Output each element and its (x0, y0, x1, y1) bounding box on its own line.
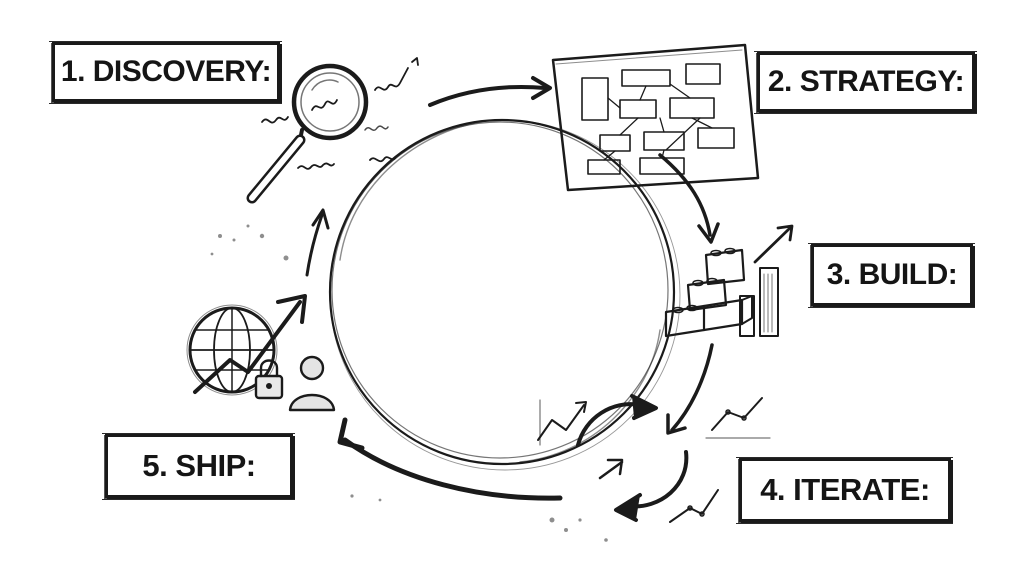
flowchart-icon (551, 43, 760, 192)
step-label-discovery: 1. DISCOVERY: (49, 41, 282, 104)
arrow-strategy-to-build (658, 153, 712, 237)
center-circle (328, 118, 681, 471)
lock-icon (254, 359, 284, 400)
pencil-smudges (210, 224, 608, 542)
step-label-iterate: 4. ITERATE: (736, 457, 953, 524)
step-label-strategy: 2. STRATEGY: (754, 51, 977, 114)
person-icon (288, 355, 336, 412)
magnifying-glass-icon (246, 57, 419, 204)
step-label-ship: 5. SHIP: (102, 433, 295, 500)
arrow-ship-to-discovery (305, 213, 324, 277)
flow-arrows (305, 76, 720, 501)
building-blocks-icon (664, 224, 794, 338)
arrow-discovery-to-strategy (428, 85, 547, 107)
globe-growth-icon (186, 294, 307, 396)
step-label-build: 3. BUILD: (808, 243, 975, 308)
arrow-build-to-iterate (670, 343, 714, 432)
arrow-iterate-to-ship (342, 437, 563, 501)
cycle-arrows-icon (537, 394, 771, 523)
